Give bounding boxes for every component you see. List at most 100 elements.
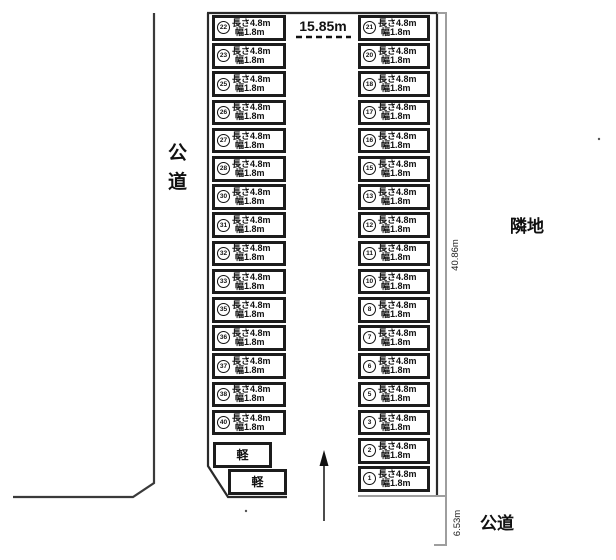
- stall-length-label: 長さ4.8m: [232, 45, 271, 56]
- stall-number: 1: [363, 472, 376, 486]
- adjacent-land-label: 隣地: [510, 217, 544, 236]
- kei-parking-stall-2: 軽: [228, 469, 287, 495]
- stall-width-label: 幅1.8m: [381, 54, 411, 65]
- stall-number: 17: [363, 105, 376, 119]
- stall-length-label: 長さ4.8m: [378, 74, 417, 85]
- stall-length-label: 長さ4.8m: [378, 384, 417, 395]
- stall-width-label: 幅1.8m: [235, 26, 265, 37]
- stall-length-label: 長さ4.8m: [378, 186, 417, 197]
- stall-number: 5: [363, 387, 376, 401]
- stall-length-label: 長さ4.8m: [232, 412, 271, 423]
- stall-length-label: 長さ4.8m: [378, 215, 417, 226]
- stall-width-label: 幅1.8m: [235, 195, 265, 206]
- stall-length-label: 長さ4.8m: [378, 158, 417, 169]
- stall-width-label: 幅1.8m: [235, 83, 265, 94]
- stall-width-label: 幅1.8m: [235, 252, 265, 263]
- stall-length-label: 長さ4.8m: [232, 74, 271, 85]
- lot-left-boundary: [206, 13, 287, 499]
- stall-length-label: 長さ4.8m: [232, 215, 271, 226]
- stall-number: 11: [363, 246, 376, 260]
- stall-width-label: 幅1.8m: [381, 421, 411, 432]
- kei-stall-label: 軽: [251, 475, 264, 490]
- bottom-road-label: 公道: [480, 514, 514, 533]
- stall-length-label: 長さ4.8m: [378, 45, 417, 56]
- stall-length-label: 長さ4.8m: [232, 327, 271, 338]
- stall-width-label: 幅1.8m: [235, 393, 265, 404]
- road-boundary-line: [13, 13, 156, 499]
- stall-number: 28: [217, 162, 230, 176]
- stall-width-label: 幅1.8m: [381, 252, 411, 263]
- stall-length-label: 長さ4.8m: [232, 384, 271, 395]
- stall-length-label: 長さ4.8m: [378, 271, 417, 282]
- stall-length-label: 長さ4.8m: [232, 102, 271, 113]
- stall-length-label: 長さ4.8m: [232, 186, 271, 197]
- stall-width-label: 幅1.8m: [235, 111, 265, 122]
- stall-length-label: 長さ4.8m: [378, 412, 417, 423]
- stall-width-label: 幅1.8m: [381, 167, 411, 178]
- stall-number: 18: [363, 77, 376, 91]
- stall-width-label: 幅1.8m: [235, 421, 265, 432]
- stall-width-label: 幅1.8m: [235, 54, 265, 65]
- stall-number: 26: [217, 105, 230, 119]
- kei-stall-label: 軽: [236, 448, 249, 463]
- stall-length-label: 長さ4.8m: [378, 327, 417, 338]
- stall-number: 3: [363, 416, 376, 430]
- stall-length-label: 長さ4.8m: [232, 17, 271, 28]
- stall-width-label: 幅1.8m: [235, 365, 265, 376]
- stall-width-label: 幅1.8m: [381, 477, 411, 488]
- stall-length-label: 長さ4.8m: [378, 468, 417, 479]
- stall-number: 15: [363, 162, 376, 176]
- stall-width-label: 幅1.8m: [381, 393, 411, 404]
- stall-length-label: 長さ4.8m: [232, 356, 271, 367]
- stall-number: 2: [363, 444, 376, 458]
- stall-length-label: 長さ4.8m: [378, 17, 417, 28]
- stall-width-label: 幅1.8m: [235, 336, 265, 347]
- stall-width-label: 幅1.8m: [381, 83, 411, 94]
- stall-number: 7: [363, 331, 376, 345]
- stall-number: 33: [217, 275, 230, 289]
- stall-length-label: 長さ4.8m: [232, 158, 271, 169]
- stall-number: 37: [217, 359, 230, 373]
- stall-number: 16: [363, 134, 376, 148]
- stall-number: 36: [217, 331, 230, 345]
- stall-number: 38: [217, 387, 230, 401]
- stall-width-label: 幅1.8m: [235, 167, 265, 178]
- stall-length-label: 長さ4.8m: [378, 440, 417, 451]
- stall-width-label: 幅1.8m: [381, 449, 411, 460]
